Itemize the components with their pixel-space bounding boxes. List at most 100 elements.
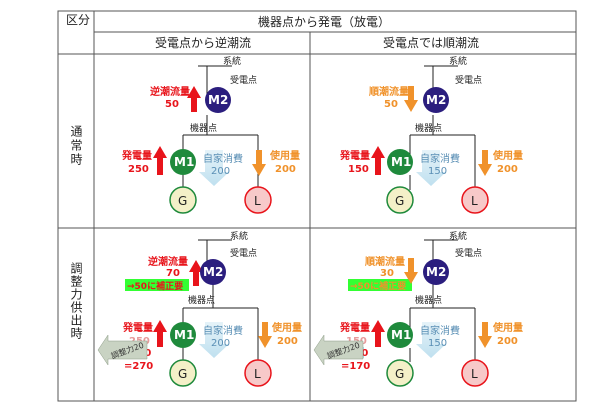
m2-label: M2 [208, 93, 228, 107]
reverse-flow-value: 50 [165, 99, 179, 110]
up-arrow-icon [187, 86, 201, 112]
device-point-label: 機器点 [190, 122, 217, 134]
m1-label: M1 [174, 328, 194, 342]
generator-label: G [395, 367, 404, 381]
cell-normal-right: 系統 受電点 機器点 順潮流量 50 M2 発電量 150 M1 自家消費 15… [339, 55, 523, 214]
down-arrow-icon [258, 322, 272, 348]
cell-normal-left: 系統 受電点 機器点 逆潮流量 50 M2 発電量 250 M1 自家消費 20… [121, 55, 300, 214]
receiving-point-label: 受電点 [455, 247, 482, 259]
usage-label: 使用量 [269, 149, 300, 162]
m1-label: M1 [174, 155, 194, 169]
system-label: 系統 [223, 55, 241, 67]
receiving-point-label: 受電点 [230, 74, 257, 86]
m2-node [205, 87, 231, 113]
down-arrow-icon [404, 258, 418, 284]
device-point-label: 機器点 [188, 294, 215, 306]
self-consumption-label: 自家消費 [420, 152, 460, 165]
row-label-normal: 通常時 [69, 125, 83, 167]
m2-label: M2 [426, 265, 446, 279]
category-header: 区分 [66, 13, 90, 27]
generator-node [169, 359, 197, 387]
reverse-flow-label: 逆潮流量 [150, 85, 190, 98]
device-point-label: 機器点 [415, 294, 442, 306]
m1-node [387, 149, 413, 175]
adjust-arrow [97, 334, 148, 366]
self-consumption-label: 自家消費 [420, 324, 460, 337]
load-node [244, 186, 272, 214]
generation-label: 発電量 [339, 149, 370, 162]
m2-label: M2 [203, 265, 223, 279]
adjust-arrow [313, 334, 364, 366]
generator-node [386, 359, 414, 387]
correction-text: →50に補正要 [127, 280, 183, 292]
generator-label: G [178, 367, 187, 381]
self-consumption-value: 200 [211, 338, 230, 349]
generation-value: 250 [128, 164, 149, 175]
reverse-flow-value: 70 [166, 268, 180, 279]
load-node [461, 186, 489, 214]
self-consumption-value: 150 [428, 338, 447, 349]
self-consumption-arrow [416, 322, 446, 358]
system-label: 系統 [449, 230, 467, 242]
self-consumption-value: 150 [428, 166, 447, 177]
m1-label: M1 [391, 328, 411, 342]
total-value: =270 [124, 361, 153, 372]
up-arrow-icon [371, 320, 385, 347]
m1-label: M1 [391, 155, 411, 169]
down-arrow-icon [252, 150, 266, 176]
load-label: L [254, 367, 261, 381]
m2-node [200, 259, 226, 285]
system-label: 系統 [230, 230, 248, 242]
usage-label: 使用量 [492, 149, 523, 162]
forward-flow-value: 30 [380, 268, 394, 279]
self-consumption-arrow [199, 322, 229, 358]
self-consumption-label: 自家消費 [203, 324, 243, 337]
up-arrow-icon [153, 146, 167, 175]
system-label: 系統 [449, 55, 467, 67]
correction-badge [125, 279, 189, 291]
m2-label: M2 [426, 93, 446, 107]
down-arrow-icon [404, 86, 418, 112]
generator-label: G [178, 194, 187, 208]
correction-text: →50に補正要 [350, 280, 406, 292]
usage-label: 使用量 [492, 321, 523, 334]
correction-badge [348, 279, 412, 291]
forward-flow-value: 50 [384, 99, 398, 110]
m2-node [423, 259, 449, 285]
usage-value: 200 [497, 164, 518, 175]
main-title: 機器点から発電（放電） [258, 14, 390, 29]
m1-node [170, 322, 196, 348]
usage-value: 200 [277, 336, 298, 347]
device-point-label: 機器点 [415, 122, 442, 134]
self-consumption-arrow [199, 150, 229, 186]
generation-value: 150 [348, 164, 369, 175]
generator-node [169, 186, 197, 214]
row-label-adjust: 調整力供出時 [69, 262, 83, 340]
usage-value: 200 [275, 164, 296, 175]
down-arrow-icon [478, 322, 492, 348]
self-consumption-label: 自家消費 [203, 152, 243, 165]
col1-title: 受電点から逆潮流 [155, 35, 251, 50]
m1-node [170, 149, 196, 175]
load-node [461, 359, 489, 387]
usage-value: 200 [497, 336, 518, 347]
generation-label: 発電量 [339, 321, 370, 334]
reverse-flow-label: 逆潮流量 [148, 255, 188, 268]
forward-flow-label: 順潮流量 [364, 255, 405, 268]
load-label: L [471, 194, 478, 208]
up-arrow-icon [189, 260, 203, 286]
cell-adjust-left: 系統 受電点 機器点 逆潮流量 70 →50に補正要 M2 発電量 250 +2… [97, 230, 302, 387]
generator-node [386, 186, 414, 214]
table-grid [57, 10, 577, 402]
load-label: L [254, 194, 261, 208]
load-node [244, 359, 272, 387]
total-value: =170 [341, 361, 370, 372]
m2-node [423, 87, 449, 113]
down-arrow-icon [478, 150, 492, 176]
receiving-point-label: 受電点 [455, 74, 482, 86]
generator-label: G [395, 194, 404, 208]
load-label: L [471, 367, 478, 381]
generation-label: 発電量 [121, 149, 152, 162]
m1-node [387, 322, 413, 348]
